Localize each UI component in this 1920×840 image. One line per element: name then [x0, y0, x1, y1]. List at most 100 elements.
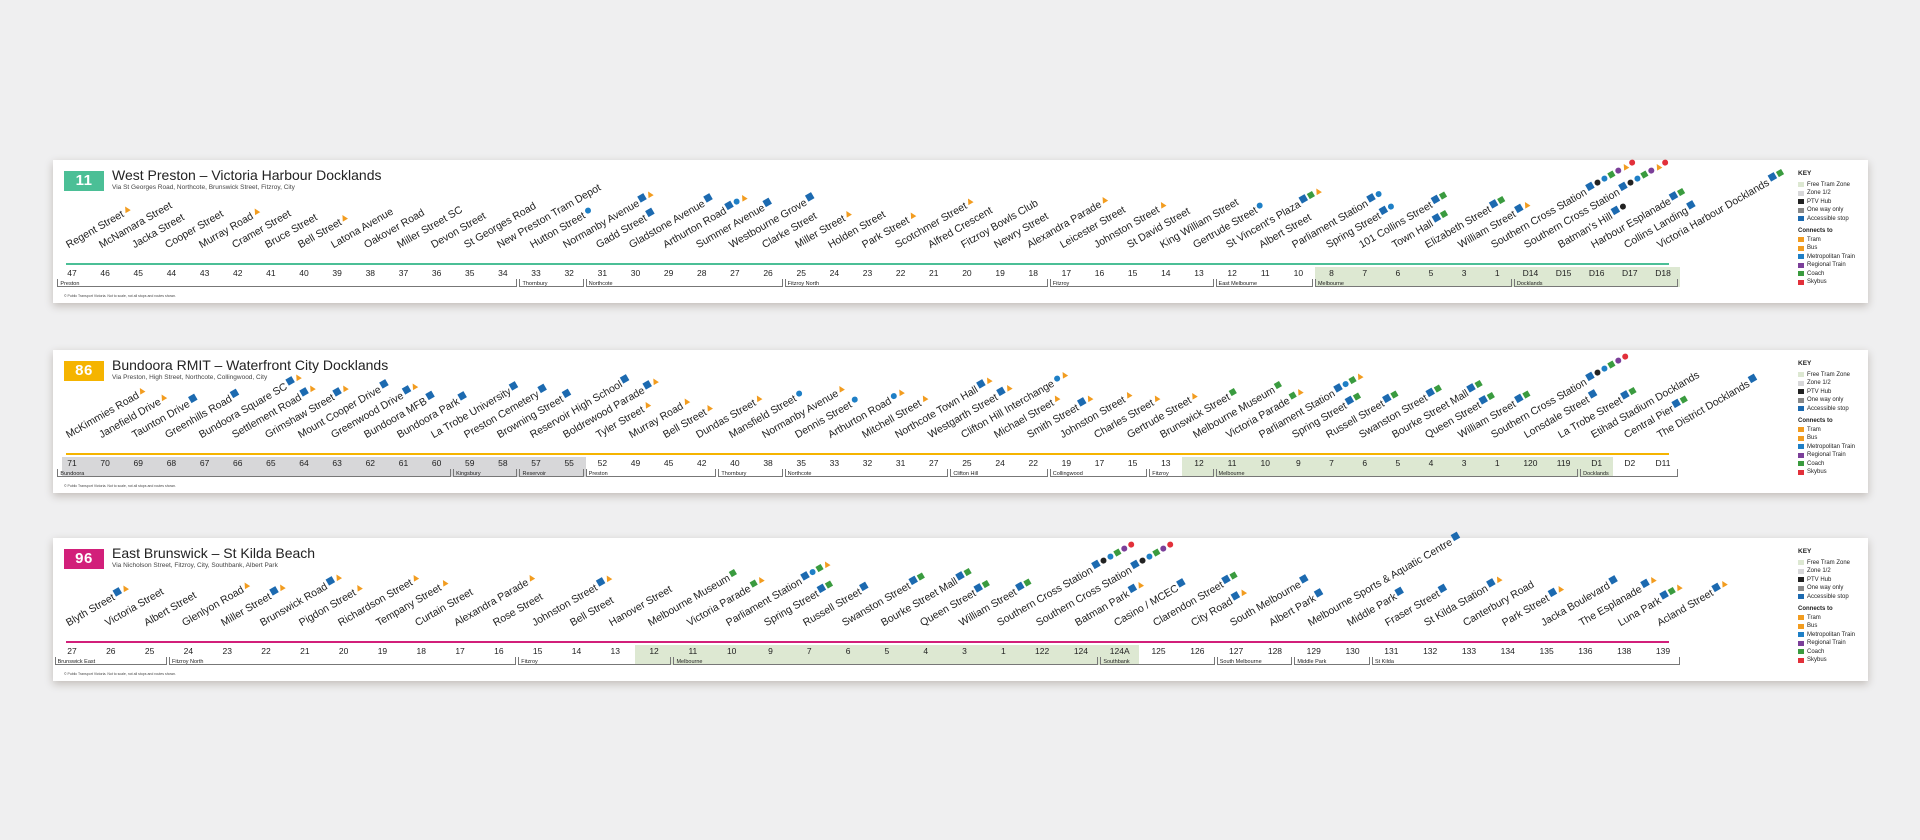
stop-number: D17: [1622, 268, 1638, 278]
stop-number: 42: [697, 458, 707, 468]
key-swatch: [1798, 190, 1804, 196]
stop-number: 17: [455, 646, 465, 656]
stop-number: 70: [100, 458, 110, 468]
tram-icon: [643, 400, 652, 409]
stop-number: 37: [398, 268, 409, 278]
stop-number: 6: [845, 646, 851, 656]
key-item: PTV Hub: [1798, 198, 1863, 207]
stop-number: 9: [1296, 458, 1301, 468]
coach-icon: [981, 579, 991, 588]
stop-number: 136: [1578, 646, 1593, 656]
tram-icon: [293, 373, 302, 382]
route-via: Via St Georges Road, Northcote, Brunswic…: [112, 184, 295, 191]
stop-number: 19: [995, 268, 1005, 278]
tram-icon: [409, 382, 419, 391]
suburb-label: Fitzroy: [1149, 469, 1214, 477]
key-item: Zone 1/2: [1798, 189, 1863, 198]
stop-number: 33: [531, 268, 541, 278]
stop-label[interactable]: Acland Street: [1655, 579, 1730, 629]
stop-label[interactable]: Blyth Street: [64, 583, 132, 629]
stop-number: 10: [1293, 268, 1304, 278]
key-swatch: [1798, 380, 1804, 386]
stop-number: D15: [1555, 268, 1572, 278]
stop-number: 12: [649, 646, 659, 656]
tram-icon: [1654, 162, 1663, 171]
stop-number: 125: [1151, 646, 1166, 656]
stop-number: 65: [266, 458, 276, 468]
key-label: Free Tram Zone: [1807, 559, 1851, 566]
stop-number: 124: [1073, 646, 1089, 656]
metro-icon: [1341, 380, 1350, 389]
suburb-label: Fitzroy: [1049, 279, 1214, 287]
skybus-icon: [1127, 540, 1136, 549]
stop-label[interactable]: Hanover Street: [607, 583, 674, 629]
key-connects-heading: Connects to: [1798, 228, 1833, 234]
key-item: One way only: [1798, 396, 1863, 405]
key-swatch: [1798, 372, 1804, 378]
stop-number: 1: [1494, 268, 1500, 278]
stop-number: 35: [465, 268, 475, 278]
stop-number: 120: [1523, 458, 1538, 468]
key-connect-item: Coach: [1798, 648, 1863, 657]
tram-icon: [1052, 393, 1061, 403]
stop-number: 57: [531, 458, 541, 468]
coach-icon: [749, 579, 758, 588]
coach-icon: [1228, 388, 1237, 397]
stop-number: 40: [730, 458, 740, 468]
tram-icon: [333, 573, 342, 582]
key-swatch: [1798, 254, 1804, 260]
access-icon: [620, 373, 630, 384]
coach-icon: [825, 580, 834, 589]
stop-number: 22: [261, 646, 271, 656]
access-icon: [1091, 559, 1101, 570]
key-connect-item: Metropolitan Train: [1798, 631, 1863, 640]
access-icon: [1430, 194, 1440, 205]
tram-icon: [704, 403, 714, 412]
legal-note: © Public Transport Victoria. Not to scal…: [64, 484, 177, 488]
access-icon: [1711, 582, 1721, 593]
tram-icon: [340, 213, 349, 222]
coach-icon: [1775, 169, 1784, 178]
coach-icon: [1353, 392, 1362, 401]
key-label: Metropolitan Train: [1807, 253, 1856, 260]
stop-number: 8: [1329, 268, 1334, 278]
stop-number: 138: [1617, 646, 1632, 656]
stop-number: D16: [1588, 268, 1605, 278]
coach-icon: [1640, 170, 1649, 179]
stop-number: 129: [1306, 646, 1321, 656]
key-connect-item: Bus: [1798, 434, 1863, 443]
tram-icon: [1313, 186, 1323, 196]
stop-number: 46: [100, 268, 110, 278]
stop-number: 10: [726, 646, 737, 656]
key-swatch: [1798, 594, 1804, 600]
access-icon: [1221, 574, 1231, 584]
key-label: Free Tram Zone: [1807, 181, 1851, 188]
coach-icon: [1497, 195, 1506, 205]
key-label: Bus: [1807, 245, 1818, 251]
stop-number: 24: [183, 646, 194, 656]
stop-number: 22: [895, 268, 906, 278]
suburb-label: Clifton Hill: [950, 469, 1048, 477]
route-number-badge: 96: [64, 549, 104, 569]
skybus-icon: [1627, 158, 1637, 167]
tram-icon: [1085, 394, 1094, 403]
key-swatch: [1798, 237, 1804, 243]
stop-number: 30: [630, 268, 641, 278]
free-tram-zone-band: [634, 645, 1140, 665]
key-label: PTV Hub: [1807, 198, 1832, 205]
stop-number: 69: [133, 458, 144, 468]
key-swatch: [1798, 279, 1804, 285]
stop-number: 59: [465, 458, 475, 468]
suburb-label: Thornbury: [519, 279, 584, 287]
key-swatch: [1798, 560, 1804, 566]
access-icon: [1767, 172, 1777, 182]
access-icon: [1747, 373, 1758, 384]
key-connects-heading: Connects to: [1798, 418, 1833, 424]
stop-number: 1: [1000, 646, 1006, 656]
route-title: West Preston – Victoria Harbour Dockland…: [112, 167, 382, 183]
key-label: Coach: [1807, 648, 1825, 655]
access-icon: [332, 387, 342, 397]
tram-icon: [1295, 387, 1304, 396]
tram-icon: [983, 376, 993, 385]
